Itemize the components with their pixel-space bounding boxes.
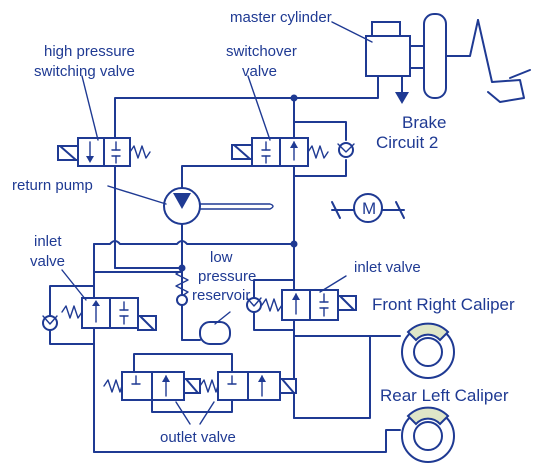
pump-leader <box>107 185 167 205</box>
cylinder-neck <box>409 45 425 69</box>
caliper-lines <box>93 335 401 453</box>
low-pressure-label-1: low <box>210 249 233 266</box>
inlet-right-label: inlet valve <box>354 259 421 276</box>
outlet-valves <box>103 353 297 425</box>
master-cylinder-label: master cylinder <box>230 9 332 26</box>
return-pump-label: return pump <box>12 177 93 194</box>
rear-left-caliper-label: Rear Left Caliper <box>380 386 509 405</box>
circuit2-arrow <box>395 92 409 104</box>
rear-left-caliper <box>401 406 455 463</box>
master-cylinder-leader <box>331 21 373 43</box>
brake-label-2: Circuit 2 <box>376 133 438 152</box>
high-pressure-switching-valve <box>57 75 151 269</box>
so-leader <box>247 75 271 141</box>
pedal-pad <box>509 69 531 79</box>
master-cylinder-body <box>365 35 411 77</box>
rl-pad <box>406 406 450 426</box>
switchover-label-2: valve <box>242 63 277 80</box>
so-spring <box>307 145 329 159</box>
right-inlet-leader <box>319 275 347 293</box>
top-line <box>114 75 379 139</box>
outlet-valve-label: outlet valve <box>160 429 236 446</box>
reservoir-cap <box>371 21 401 37</box>
low-pressure-label-2: pressure <box>198 268 256 285</box>
motor-label: M <box>362 199 376 218</box>
labels: master cylinder high pressure switching … <box>12 9 515 446</box>
low-pressure-label-3: reservoir <box>192 287 250 304</box>
brake-booster <box>423 13 447 99</box>
pedal-rod <box>445 19 479 57</box>
fr-pad <box>406 322 450 342</box>
pump-arrow <box>173 193 191 209</box>
motor <box>331 193 405 223</box>
so-check-valve <box>338 142 354 158</box>
switchover-valve <box>231 75 355 177</box>
junction <box>290 94 298 102</box>
high-pressure-label-2: switching valve <box>34 63 135 80</box>
reservoir-body <box>199 321 231 345</box>
brake-pedal <box>477 19 525 103</box>
left-inlet-valve <box>42 269 157 345</box>
right-inlet-valve <box>246 275 357 331</box>
motor-body <box>353 193 383 223</box>
low-pressure-reservoir <box>175 269 231 345</box>
left-inlet-leader <box>61 269 87 301</box>
return-pump <box>107 165 295 341</box>
front-right-caliper <box>401 322 455 379</box>
brake-label-1: Brake <box>402 113 446 132</box>
distribution-line <box>93 240 298 453</box>
main-supply-line <box>114 75 379 419</box>
hp-leader <box>81 75 99 141</box>
front-right-caliper-label: Front Right Caliper <box>372 295 515 314</box>
inlet-left-label-2: valve <box>30 253 65 270</box>
hp-spring <box>129 145 151 159</box>
switchover-label-1: switchover <box>226 43 297 60</box>
inlet-left-label-1: inlet <box>34 233 62 250</box>
high-pressure-label-1: high pressure <box>44 43 135 60</box>
master-cylinder-assembly <box>331 13 531 104</box>
